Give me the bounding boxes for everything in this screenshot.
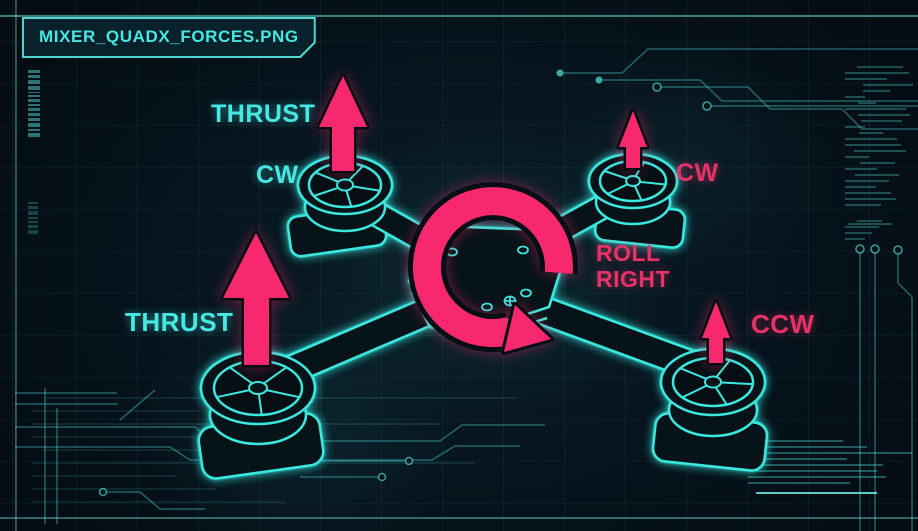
- prop-spokes-front-right: [603, 161, 667, 202]
- thrust-arrow-rear-right: [699, 299, 733, 366]
- bottom-accent-line: [0, 517, 918, 519]
- prop-spokes-rear-right: [679, 359, 754, 406]
- thrust-label-front-left: THRUST: [211, 100, 316, 128]
- hub-rear-left: [248, 381, 268, 395]
- roll-label-line1: ROLL: [596, 240, 661, 266]
- rotation-label-front-right: CW: [676, 159, 719, 187]
- left-tick-marks-upper: [28, 68, 40, 138]
- trace-dots-hollow: [98, 82, 903, 497]
- left-tick-marks-lower: [28, 200, 38, 236]
- roll-label-line2: RIGHT: [596, 266, 671, 292]
- top-accent-line: [0, 15, 918, 17]
- hub-front-right: [625, 175, 641, 187]
- rotation-label-front-left: CW: [256, 161, 299, 189]
- prop-spokes-rear-left: [215, 366, 301, 416]
- code-block-bottom-right: [748, 436, 916, 498]
- roll-rotation-arrow: [412, 187, 573, 348]
- code-column-top-right: [845, 62, 913, 212]
- thrust-arrow-front-right: [616, 108, 650, 171]
- filename-badge-inner: MIXER_QUADX_FORCES.PNG: [24, 19, 314, 56]
- left-accent-line: [15, 0, 17, 531]
- filename-badge: MIXER_QUADX_FORCES.PNG: [22, 17, 316, 58]
- filename-text: MIXER_QUADX_FORCES.PNG: [39, 27, 299, 46]
- roll-arrowhead: [501, 302, 554, 355]
- trace-lines: [15, 48, 918, 531]
- hub-front-left: [336, 178, 354, 192]
- code-column-right-mid: [845, 216, 905, 242]
- thrust-label-rear-left: THRUST: [125, 307, 234, 337]
- trace-dots-filled: [556, 69, 603, 84]
- hub-rear-right: [704, 375, 722, 389]
- rotation-label-rear-right: CCW: [751, 309, 815, 339]
- prop-spokes-front-left: [312, 165, 381, 208]
- thrust-arrow-front-left: [316, 73, 370, 174]
- thrust-arrow-rear-left: [220, 230, 292, 368]
